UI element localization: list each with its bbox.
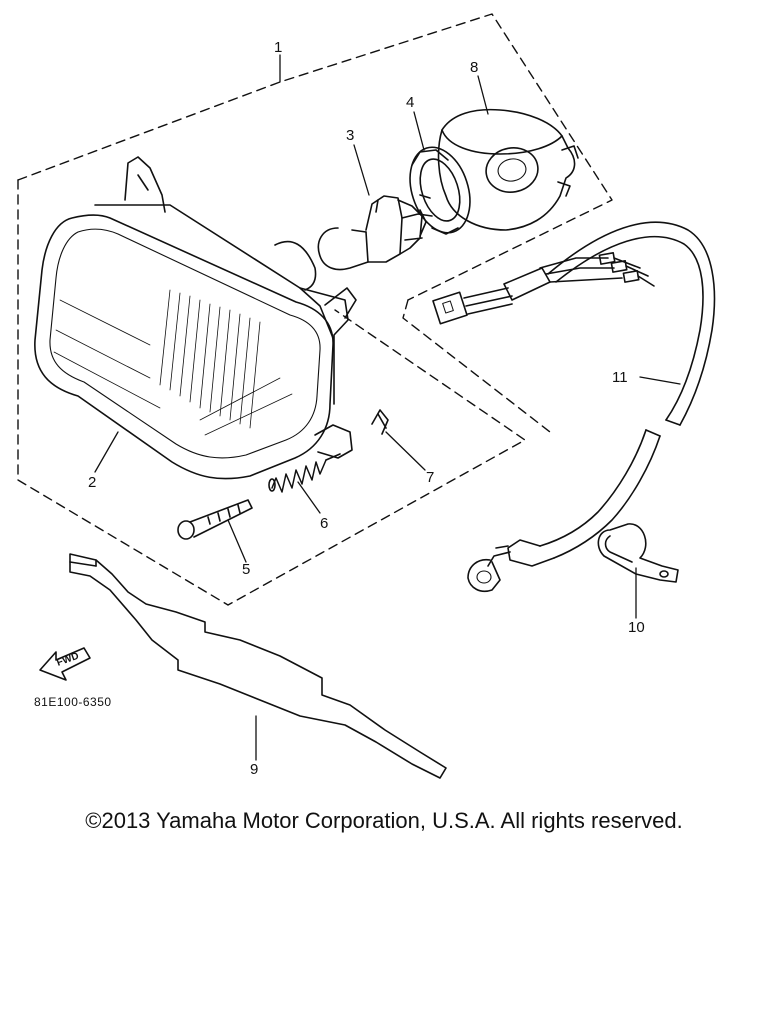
drawing-code: 81E100-6350 [34,695,112,709]
callout-2: 2 [88,474,96,491]
headlight-stay [69,553,447,779]
headlight-unit [34,156,357,480]
leader-lines [94,54,681,761]
assembly-boundary-1 [17,13,613,606]
callout-7: 7 [426,469,434,486]
callout-1: 1 [274,39,282,56]
callout-5: 5 [242,561,250,578]
fwd-arrow-icon: FWD [39,647,91,681]
bulb [317,195,433,271]
callout-6: 6 [320,515,328,532]
callout-10: 10 [628,619,645,636]
clip [371,409,389,435]
socket-cover [437,108,579,231]
copyright-notice: ©2013 Yamaha Motor Corporation, U.S.A. A… [85,808,683,833]
adjusting-screw [177,499,253,540]
bulb-retainer-ring [409,146,471,235]
headlight-exploded-diagram: FWD 1 2 3 4 5 6 7 8 9 10 11 81E100-6350 [17,13,716,779]
callout-4: 4 [406,94,414,111]
callout-3: 3 [346,127,354,144]
callout-8: 8 [470,59,478,76]
callout-11: 11 [612,369,628,386]
fwd-label: FWD [55,651,80,669]
spring [268,453,341,493]
cable-clamp [597,523,679,583]
callout-labels: 1 2 3 4 5 6 7 8 9 10 11 81E100-6350 [34,39,645,778]
wire-harness [432,221,716,593]
callout-9: 9 [250,761,258,778]
